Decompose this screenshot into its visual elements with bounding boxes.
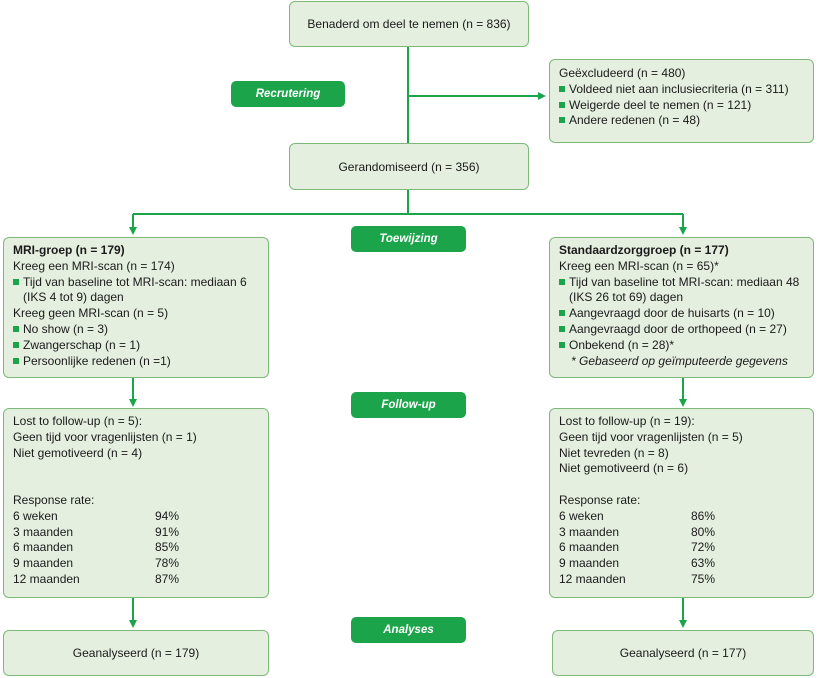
mri-reason: Zwangerschap (n = 1) [13, 338, 259, 354]
phase-recruitment-label: Recrutering [231, 81, 345, 107]
standard-scan: Kreeg een MRI-scan (n = 65)* [559, 258, 719, 273]
response-value: 85% [155, 540, 180, 555]
response-period: 12 maanden [559, 571, 626, 586]
standard-response-row: 12 maanden 75% [559, 572, 804, 588]
phase-allocation-label: Toewijzing [351, 226, 466, 252]
standard-followup-line: Niet tevreden (n = 8) [559, 445, 669, 460]
excluded-item: Voldeed niet aan inclusiecriteria (n = 3… [559, 82, 804, 98]
mri-no-scan: Kreeg geen MRI-scan (n = 5) [13, 306, 169, 321]
mri-response-row: 12 maanden 87% [13, 572, 259, 588]
mri-analyzed-box: Geanalyseerd (n = 179) [3, 630, 269, 676]
response-period: 6 maanden [559, 540, 620, 555]
randomized-box: Gerandomiseerd (n = 356) [289, 143, 529, 190]
standard-analyzed-text: Geanalyseerd (n = 177) [619, 646, 747, 660]
excluded-item: Weigerde deel te nemen (n = 121) [559, 98, 804, 114]
response-value: 80% [691, 524, 716, 539]
response-value: 94% [155, 508, 180, 523]
standard-group-box: Standaardzorggroep (n = 177) Kreeg een M… [549, 237, 814, 378]
standard-followup-line: Geen tijd voor vragenlijsten (n = 5) [559, 429, 743, 444]
mri-reason: Persoonlijke redenen (n =1) [13, 354, 259, 370]
response-value: 86% [691, 508, 716, 523]
mri-response-row: 9 maanden 78% [13, 556, 259, 572]
mri-analyzed-text: Geanalyseerd (n = 179) [72, 646, 200, 660]
mri-scan: Kreeg een MRI-scan (n = 174) [13, 258, 175, 273]
mri-followup-line: Geen tijd voor vragenlijsten (n = 1) [13, 429, 197, 444]
response-period: 9 maanden [13, 556, 74, 571]
response-value: 78% [155, 556, 180, 571]
standard-followup-line: Niet gemotiveerd (n = 6) [559, 461, 689, 476]
response-period: 3 maanden [13, 524, 74, 539]
excluded-box: Geëxcludeerd (n = 480) Voldeed niet aan … [549, 59, 814, 143]
response-value: 72% [691, 540, 716, 555]
standard-followup-box: Lost to follow-up (n = 19): Geen tijd vo… [549, 408, 814, 598]
response-value: 75% [691, 571, 716, 586]
mri-group-title: MRI-groep (n = 179) [13, 243, 125, 257]
response-period: 6 weken [13, 508, 58, 523]
spacer [559, 477, 804, 493]
excluded-item: Andere redenen (n = 48) [559, 113, 804, 129]
standard-request: Onbekend (n = 28)* [559, 338, 804, 354]
standard-scan-time: Tijd van baseline tot MRI-scan: mediaan … [559, 275, 804, 291]
response-value: 63% [691, 556, 716, 571]
approached-text: Benaderd om deel te nemen (n = 836) [307, 17, 511, 31]
spacer [13, 461, 259, 493]
mri-group-box: MRI-groep (n = 179) Kreeg een MRI-scan (… [3, 237, 269, 378]
mri-followup-line: Lost to follow-up (n = 5): [13, 414, 143, 428]
standard-scan-time-range: (IKS 26 tot 69) dagen [569, 290, 684, 305]
response-value: 87% [155, 571, 180, 586]
response-period: 6 maanden [13, 540, 74, 555]
phase-followup-label: Follow-up [351, 392, 466, 418]
mri-response-row: 3 maanden 91% [13, 525, 259, 541]
mri-scan-time-range: (IKS 4 tot 9) dagen [23, 290, 124, 305]
mri-followup-box: Lost to follow-up (n = 5): Geen tijd voo… [3, 408, 269, 598]
standard-response-label: Response rate: [559, 492, 641, 507]
phase-analyses-label: Analyses [351, 617, 466, 643]
standard-request: Aangevraagd door de orthopeed (n = 27) [559, 322, 804, 338]
standard-response-row: 3 maanden 80% [559, 525, 804, 541]
excluded-title: Geëxcludeerd (n = 480) [559, 66, 686, 80]
standard-analyzed-box: Geanalyseerd (n = 177) [552, 630, 814, 676]
standard-followup-line: Lost to follow-up (n = 19): [559, 414, 695, 428]
mri-response-label: Response rate: [13, 492, 95, 507]
approached-box: Benaderd om deel te nemen (n = 836) [289, 1, 529, 47]
standard-request: Aangevraagd door de huisarts (n = 10) [559, 306, 804, 322]
mri-reason: No show (n = 3) [13, 322, 259, 338]
standard-response-row: 9 maanden 63% [559, 556, 804, 572]
standard-response-row: 6 weken 86% [559, 509, 804, 525]
standard-note: * Gebaseerd op geïmputeerde gegevens [571, 353, 788, 368]
response-value: 91% [155, 524, 180, 539]
response-period: 6 weken [559, 508, 604, 523]
response-period: 12 maanden [13, 571, 80, 586]
randomized-text: Gerandomiseerd (n = 356) [338, 159, 480, 174]
standard-group-title: Standaardzorggroep (n = 177) [559, 243, 729, 257]
response-period: 3 maanden [559, 524, 620, 539]
mri-followup-line: Niet gemotiveerd (n = 4) [13, 445, 143, 460]
standard-response-row: 6 maanden 72% [559, 540, 804, 556]
mri-response-row: 6 weken 94% [13, 509, 259, 525]
mri-response-row: 6 maanden 85% [13, 540, 259, 556]
mri-scan-time: Tijd van baseline tot MRI-scan: mediaan … [13, 275, 259, 291]
response-period: 9 maanden [559, 556, 620, 571]
